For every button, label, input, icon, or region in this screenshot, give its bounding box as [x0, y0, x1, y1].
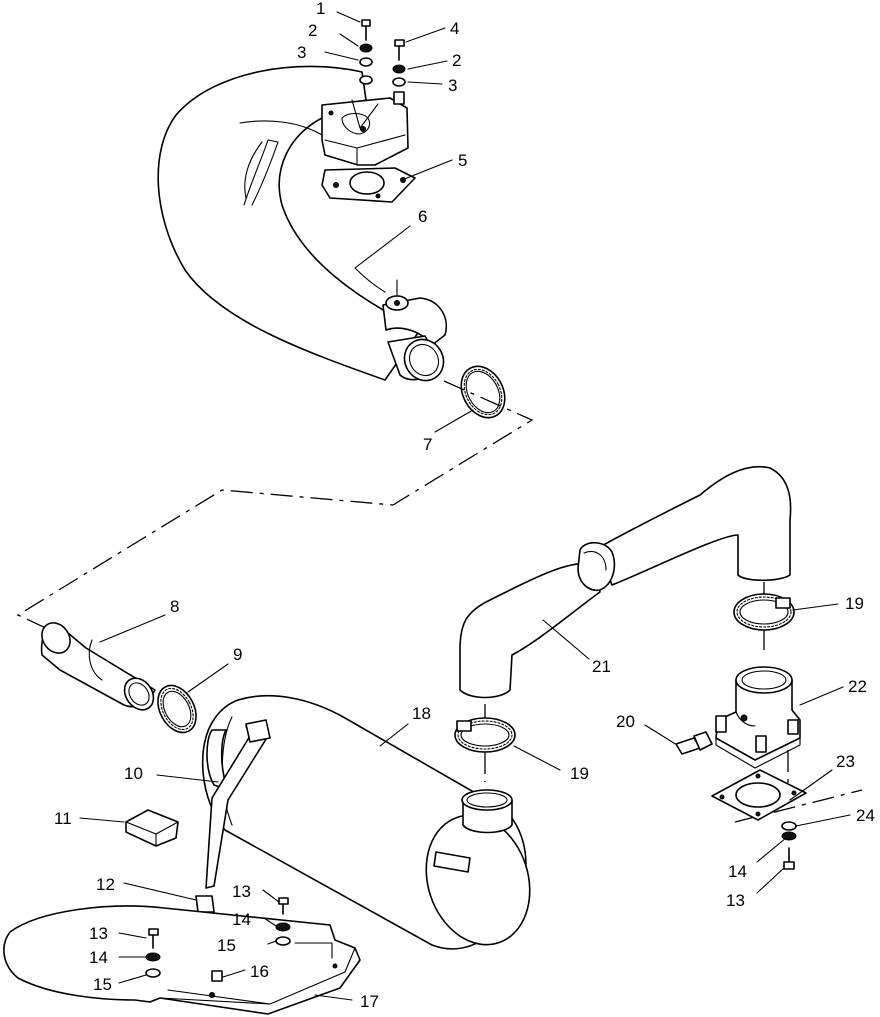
- callout-3: 3: [448, 76, 457, 95]
- callout-11: 11: [54, 809, 72, 828]
- callout-6: 6: [418, 207, 427, 226]
- clamp-part-7: [460, 365, 506, 419]
- callout-15: 15: [93, 975, 112, 994]
- callout-15: 15: [217, 936, 236, 955]
- callout-16: 16: [250, 962, 269, 981]
- callout-21: 21: [592, 657, 611, 676]
- callout-5: 5: [458, 151, 467, 170]
- callout-14: 14: [232, 910, 251, 929]
- callout-7: 7: [423, 435, 432, 454]
- callout-12: 12: [96, 875, 115, 894]
- callout-18: 18: [412, 704, 431, 723]
- clamp-part-19-upper: [733, 593, 795, 631]
- callout-2: 2: [308, 21, 317, 40]
- pad-part-11: [125, 809, 179, 847]
- callout-labels: 1 2 3 4 2 3 5 6 7 8 9 18 19 21 22 20 19 …: [54, 0, 875, 1011]
- bottom-right-hardware: [781, 821, 797, 870]
- flange-housing-part-22: [715, 666, 801, 769]
- callout-14: 14: [89, 948, 108, 967]
- callout-10: 10: [124, 764, 143, 783]
- callout-13: 13: [232, 882, 251, 901]
- plug-part-20: [675, 731, 713, 755]
- muffler-part-18: [201, 694, 531, 950]
- exhaust-pipe-part-6: [157, 65, 447, 382]
- callout-4: 4: [450, 19, 459, 38]
- callout-9: 9: [233, 645, 242, 664]
- mounting-plate-part-17: [3, 905, 361, 1015]
- exhaust-flange-part-5: [321, 91, 416, 203]
- clamp-part-9: [157, 684, 197, 734]
- callout-19: 19: [570, 764, 589, 783]
- callout-20: 20: [616, 712, 635, 731]
- leader-lines: [79, 11, 851, 1001]
- callout-13: 13: [726, 891, 745, 910]
- callout-1: 1: [316, 0, 325, 18]
- callout-22: 22: [848, 677, 867, 696]
- callout-3: 3: [297, 43, 306, 62]
- callout-23: 23: [836, 752, 855, 771]
- callout-8: 8: [170, 597, 179, 616]
- clamp-part-19-lower: [454, 717, 516, 753]
- tube-part-8: [40, 622, 156, 711]
- connection-line-upper: [16, 380, 534, 631]
- callout-14: 14: [728, 862, 747, 881]
- callout-13: 13: [89, 924, 108, 943]
- callout-24: 24: [856, 806, 875, 825]
- callout-19: 19: [845, 594, 864, 613]
- exhaust-pipe-part-21: [459, 466, 792, 699]
- strap-part-10: [195, 719, 271, 913]
- gasket-part-23: [711, 769, 807, 821]
- top-screws-and-washers: [359, 19, 406, 87]
- bottom-left-hardware: [145, 897, 291, 982]
- callout-2: 2: [452, 51, 461, 70]
- callout-17: 17: [360, 992, 379, 1011]
